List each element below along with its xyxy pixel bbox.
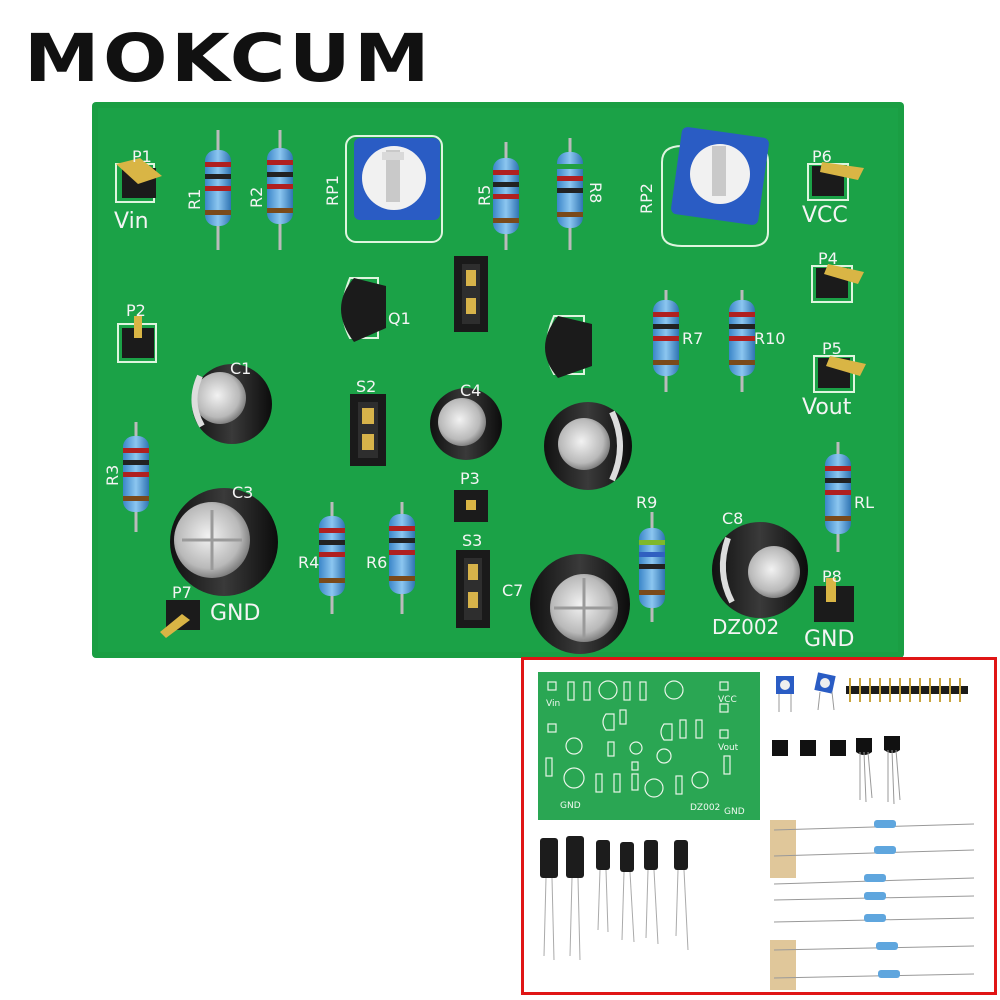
- resistor-r4: [319, 502, 345, 614]
- label-vout: Vout: [802, 395, 852, 420]
- potentiometer-rp1: [345, 135, 443, 243]
- kit-contents-inset: Vin VCC Vout GND GND DZ002: [521, 657, 997, 995]
- label-r3: R3: [103, 465, 122, 486]
- resistor-r8: [557, 138, 583, 250]
- loose-pin-header: [846, 678, 968, 702]
- potentiometer-rp2: [661, 127, 769, 247]
- label-r8: R8: [586, 182, 605, 203]
- label-r2: R2: [247, 187, 266, 208]
- label-p4: P4: [818, 249, 838, 268]
- label-c1: C1: [230, 359, 251, 378]
- label-p2: P2: [126, 301, 146, 320]
- pin-p8: [814, 578, 854, 622]
- label-c3: C3: [232, 483, 253, 502]
- loose-potentiometers: [776, 672, 836, 712]
- capacitor-c5: [544, 402, 632, 490]
- resistor-r2: [267, 130, 293, 250]
- label-model: DZ002: [712, 615, 779, 639]
- resistor-r5: [493, 142, 519, 250]
- resistor-r9: [639, 512, 665, 622]
- pin-p1: [115, 158, 162, 203]
- label-vcc: VCC: [802, 203, 848, 228]
- label-c4: C4: [460, 381, 481, 400]
- label-vin: Vin: [114, 209, 149, 234]
- label-p7: P7: [172, 583, 192, 602]
- label-r7: R7: [682, 329, 703, 348]
- label-p5: P5: [822, 339, 842, 358]
- resistor-r7: [653, 290, 679, 392]
- resistor-r10: [729, 290, 755, 392]
- label-r9: R9: [636, 493, 657, 512]
- label-gnd-right: GND: [804, 627, 854, 652]
- resistor-r6: [389, 502, 415, 614]
- label-rp1: RP1: [323, 175, 342, 206]
- capacitor-c1: [191, 364, 272, 444]
- loose-capacitors: [540, 836, 689, 961]
- loose-resistors: [770, 820, 975, 990]
- label-p6: P6: [812, 147, 832, 166]
- resistor-r3: [123, 422, 149, 532]
- capacitor-c3: [170, 488, 278, 596]
- pin-p7: [160, 600, 200, 638]
- label-r10: R10: [754, 329, 785, 348]
- label-r5: R5: [475, 185, 494, 206]
- transistor-q2: [545, 315, 592, 378]
- label-s2: S2: [356, 377, 376, 396]
- inset-label-model: DZ002: [690, 803, 720, 813]
- label-p8: P8: [822, 567, 842, 586]
- inset-label-gnd1: GND: [560, 801, 581, 811]
- brand-logo: MOKCUM: [24, 20, 434, 97]
- pcb-board: P1 Vin R1 R2 RP1 R5 R8 RP2 P6 VCC P4 Q1 …: [92, 102, 904, 658]
- pin-p2: [117, 316, 157, 363]
- label-rl: RL: [854, 493, 874, 512]
- label-q1: Q1: [388, 309, 411, 328]
- label-p1: P1: [132, 147, 152, 166]
- capacitor-c7: [530, 554, 630, 654]
- pin-p4: [811, 264, 864, 303]
- transistor-q1: [341, 277, 386, 342]
- pin-p5: [813, 355, 866, 393]
- jumper-s1: [454, 256, 488, 332]
- label-r4: R4: [298, 553, 319, 572]
- capacitor-c4: [430, 388, 502, 460]
- label-c7: C7: [502, 581, 523, 600]
- pin-p3: [454, 490, 488, 522]
- label-c8: C8: [722, 509, 743, 528]
- bare-pcb: Vin VCC Vout GND GND DZ002: [538, 672, 760, 820]
- label-r6: R6: [366, 553, 387, 572]
- resistor-rl: [825, 442, 851, 552]
- label-s3: S3: [462, 531, 482, 550]
- inset-label-gnd2: GND: [724, 807, 745, 817]
- loose-jumpers-transistors: [772, 736, 901, 805]
- jumper-s2: [350, 394, 386, 466]
- resistor-r1: [205, 130, 231, 250]
- capacitor-c8: [712, 522, 808, 618]
- inset-label-vcc: VCC: [718, 695, 737, 705]
- jumper-s3: [456, 550, 490, 628]
- label-p3: P3: [460, 469, 480, 488]
- pin-p6: [807, 162, 864, 201]
- inset-label-vin: Vin: [546, 699, 560, 709]
- label-gnd-left: GND: [210, 601, 260, 626]
- label-r1: R1: [185, 189, 204, 210]
- inset-label-vout: Vout: [718, 743, 739, 753]
- label-rp2: RP2: [637, 183, 656, 214]
